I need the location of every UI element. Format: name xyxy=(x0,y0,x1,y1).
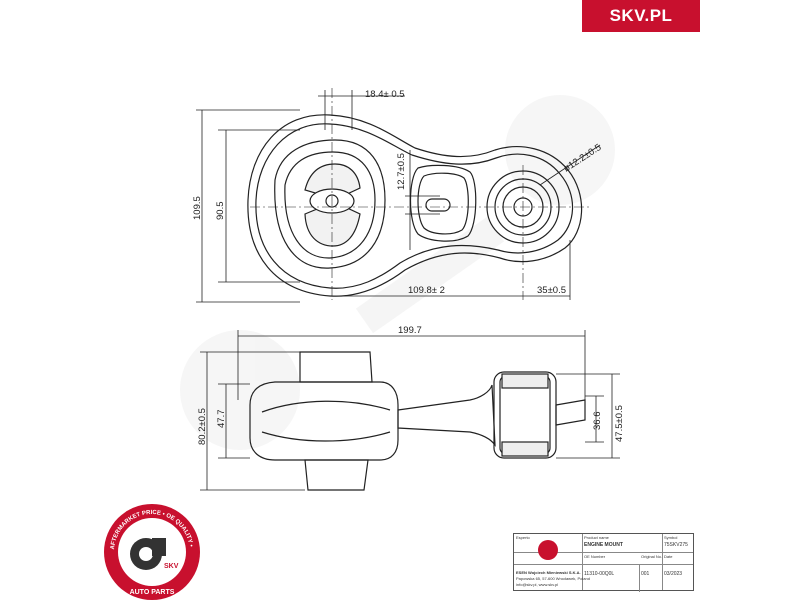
left-housing xyxy=(274,139,386,269)
dim-side-height: 80.2±0.5 xyxy=(197,408,208,445)
side-view xyxy=(249,351,586,491)
dim-top-width: 18.4± 0.5 xyxy=(365,89,405,100)
tb-company-header: Esperto xyxy=(516,535,530,540)
tb-company-line3: info@skv.pl, www.skv.pl xyxy=(516,582,559,587)
dim-bushing-height: 36.6 xyxy=(592,412,603,431)
tb-oe-header: OE Number xyxy=(584,554,606,559)
tb-logo xyxy=(538,540,558,560)
tb-symbol-header: Symbol xyxy=(664,535,678,540)
badge-logo: SKV xyxy=(164,563,179,570)
dim-overall-length: 199.7 xyxy=(398,325,422,336)
side-right-tab xyxy=(555,399,586,426)
tb-product-name: ENGINE MOUNT xyxy=(584,542,623,548)
dim-inner-height: 90.5 xyxy=(215,202,226,221)
gear-piston-icon xyxy=(130,538,166,570)
dim-center-distance: 109.8± 2 xyxy=(408,285,445,296)
tb-symbol: 75SKV275 xyxy=(664,542,688,548)
mount-body-outline xyxy=(247,114,583,297)
top-dimension-lines xyxy=(196,90,601,303)
tb-company-line1: ESEN Wojciech Mieniewski S.K.A. xyxy=(516,570,581,575)
tb-name-header: Product name xyxy=(584,535,609,540)
side-top-block xyxy=(299,351,373,383)
tb-oe-number: 11310-00Q0L xyxy=(584,571,615,577)
side-inner-curve-bottom xyxy=(261,431,391,442)
rubber-insert-bottom xyxy=(304,206,361,247)
side-bushing-cap-bottom xyxy=(501,441,549,457)
top-view xyxy=(247,88,590,300)
rubber-insert-top xyxy=(304,163,361,196)
badge-bottom-text: AUTO PARTS xyxy=(130,589,175,596)
auto-parts-badge: AFTERMARKET PRICE • OE QUALITY • SKV AUT… xyxy=(102,502,202,602)
side-main-body xyxy=(249,381,399,461)
dim-bushing-offset: 35±0.5 xyxy=(537,285,566,296)
dim-outer-height: 109.5 xyxy=(192,196,203,220)
tb-date: 03/2023 xyxy=(664,571,683,577)
tb-company-line2: Papowska 65, 57-600 Wrocławek, Poland xyxy=(516,576,590,581)
dim-bushing-total: 47.5±0.5 xyxy=(614,405,625,442)
title-block: Esperto Product name Symbol ENGINE MOUNT… xyxy=(513,533,694,592)
side-bushing-cap-top xyxy=(501,373,549,389)
tb-date-header: Date xyxy=(664,554,673,559)
dim-side-inner: 47.7 xyxy=(216,410,227,429)
side-dimension-lines xyxy=(200,330,620,491)
dim-slot-height: 12.7±0.5 xyxy=(396,153,407,190)
side-bottom-block xyxy=(304,459,369,491)
mount-body-inner xyxy=(255,123,574,289)
side-arm xyxy=(397,384,496,448)
side-inner-curve-top xyxy=(261,400,391,413)
middle-slot xyxy=(425,198,451,212)
left-housing-inner xyxy=(284,151,376,259)
tb-original-header: Original No. xyxy=(641,554,663,559)
tb-original: 001 xyxy=(641,571,650,577)
brand-logo-skv[interactable]: SKV.PL xyxy=(582,0,700,32)
